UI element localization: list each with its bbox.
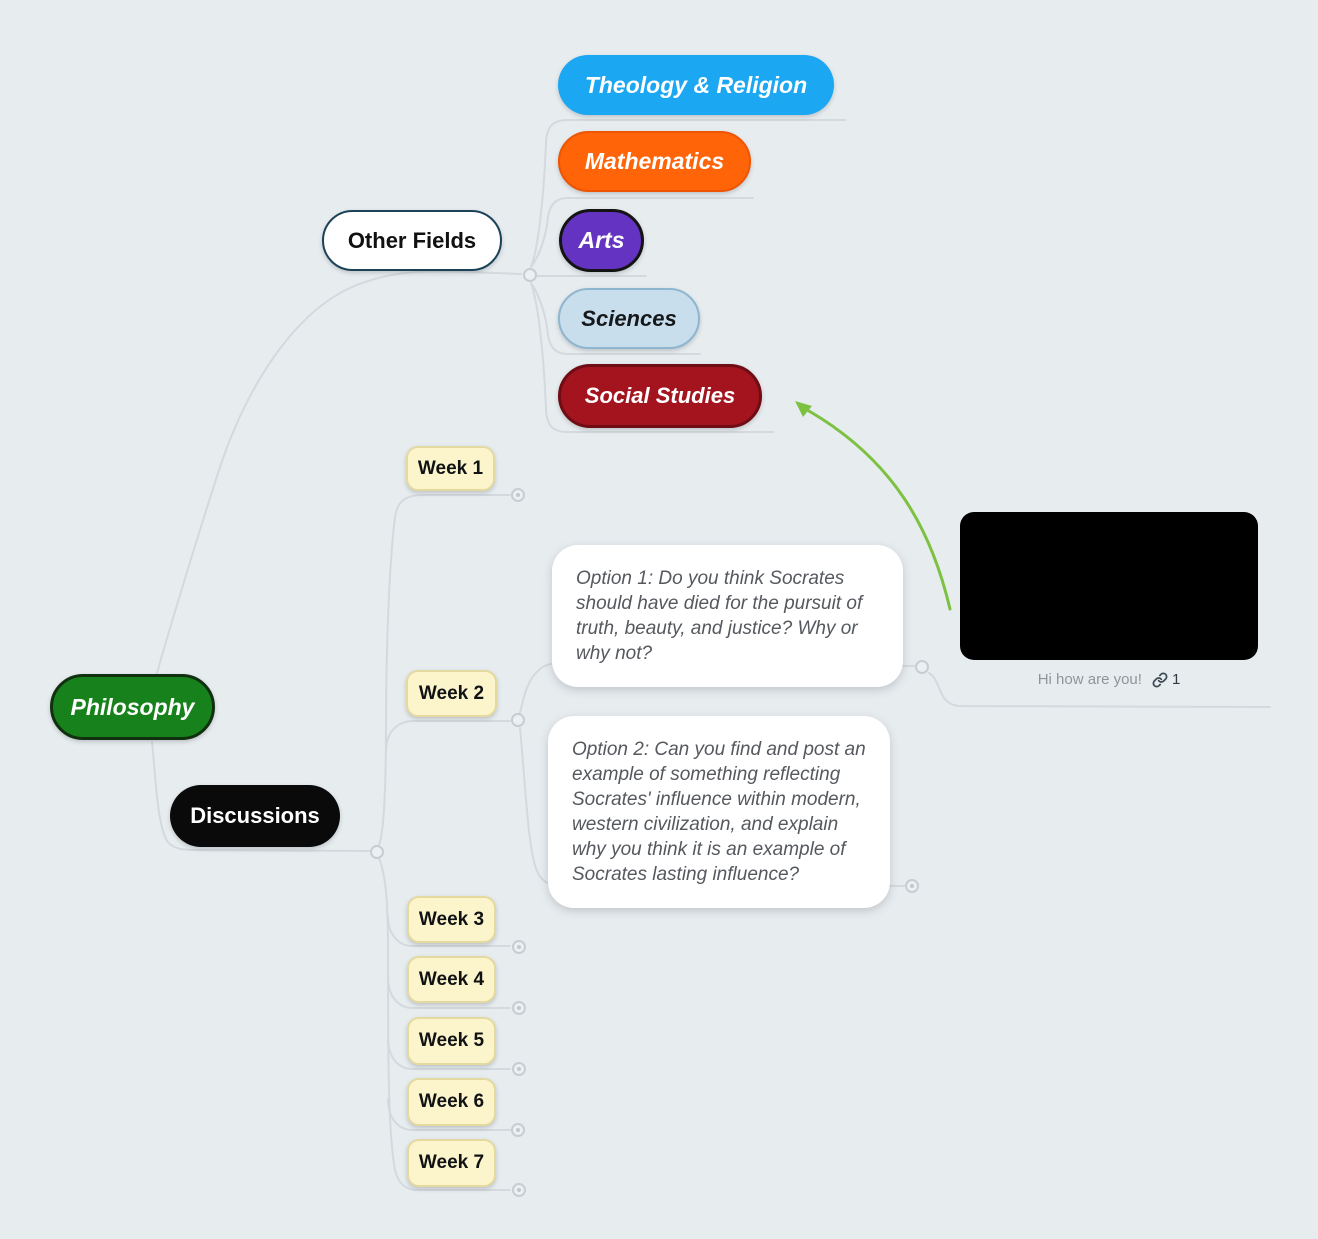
node-label: Mathematics [584,148,725,174]
collapse-indicator-week-1[interactable] [511,488,525,502]
node-label: Week 7 [418,1152,485,1173]
node-week-1[interactable]: Week 1 [406,446,495,491]
attachment-caption-text: Hi how are you! [1037,671,1142,688]
branch-connector-week-2[interactable] [511,713,525,727]
collapse-indicator-week-5[interactable] [512,1062,526,1076]
branch-connector-discussions[interactable] [370,845,384,859]
node-option-1[interactable]: Option 1: Do you think Socrates should h… [552,545,903,687]
relationship-arrow[interactable] [795,401,952,611]
branch-connector-other-fields[interactable] [523,268,537,282]
node-label: Week 3 [418,908,485,930]
node-label: Week 6 [418,1091,485,1112]
node-label: Week 1 [417,457,484,479]
node-week-4[interactable]: Week 4 [407,956,496,1003]
node-sciences[interactable]: Sciences [558,288,700,349]
collapse-indicator-week-7[interactable] [512,1183,526,1197]
node-arts[interactable]: Arts [559,209,644,272]
attachment-caption-row: Hi how are you! 1 [960,671,1258,688]
node-week-3[interactable]: Week 3 [407,896,496,943]
edge-week2 [385,720,511,753]
collapse-indicator-week-4[interactable] [512,1001,526,1015]
node-philosophy[interactable]: Philosophy [50,674,215,740]
node-week-7[interactable]: Week 7 [407,1139,496,1187]
branch-connector-option-1[interactable] [915,660,929,674]
node-week-5[interactable]: Week 5 [407,1017,496,1065]
attachment-link-count: 1 [1171,671,1181,688]
collapse-indicator-option-2[interactable] [905,879,919,893]
node-label: Social Studies [584,383,736,408]
node-week-2[interactable]: Week 2 [406,670,497,717]
node-label: Option 1: Do you think Socrates should h… [576,568,863,664]
node-discussions[interactable]: Discussions [170,785,340,847]
node-other-fields[interactable]: Other Fields [322,210,502,271]
node-theology-religion[interactable]: Theology & Religion [558,55,834,115]
node-label: Discussions [190,803,320,828]
node-label: Week 4 [418,968,485,990]
node-label: Week 5 [418,1030,485,1051]
collapse-indicator-week-3[interactable] [512,940,526,954]
node-mathematics[interactable]: Mathematics [558,131,751,192]
link-icon [1152,672,1168,687]
node-label: Other Fields [347,227,477,253]
node-option-2[interactable]: Option 2: Can you find and post an examp… [548,716,890,908]
node-label: Arts [578,227,625,253]
collapse-indicator-week-6[interactable] [511,1123,525,1137]
node-week-6[interactable]: Week 6 [407,1078,496,1126]
node-label: Sciences [581,305,677,331]
node-label: Philosophy [70,693,195,720]
attachment-link-badge[interactable]: 1 [1152,671,1180,688]
node-label: Option 2: Can you find and post an examp… [572,739,866,885]
attachment-media-placeholder[interactable] [960,512,1258,660]
node-label: Theology & Religion [584,71,808,98]
node-social-studies[interactable]: Social Studies [558,364,762,428]
node-label: Week 2 [418,682,485,704]
